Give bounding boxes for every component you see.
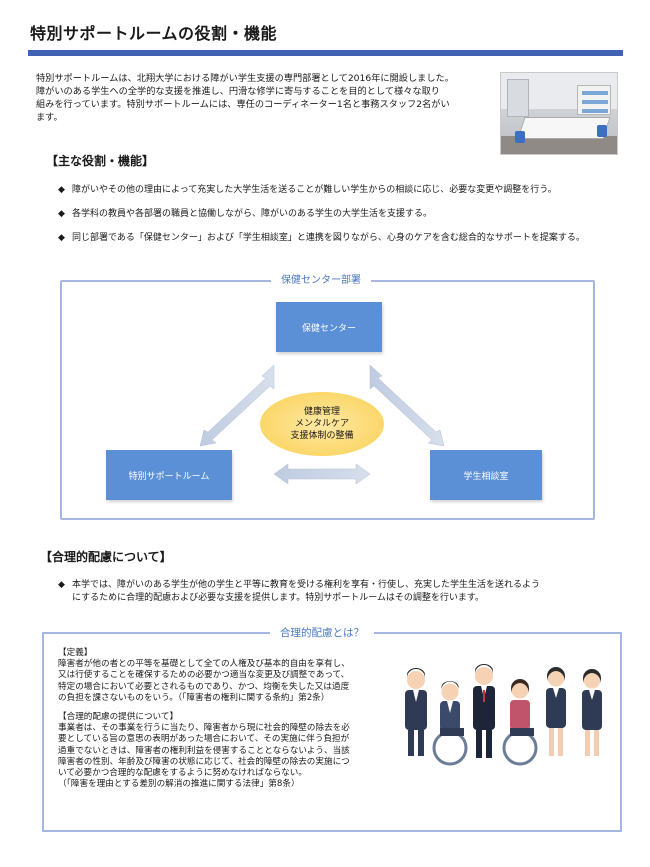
person-icon [473,664,495,758]
accommodation-line: にするために合理的配慮および必要な支援を提供します。特別サポートルームはその調整… [72,593,485,603]
diamond-bullet-icon: ◆ [58,185,65,195]
role-item: ◆ 各学科の教員や各部署の職員と協働しながら、障がいのある学生の大学生活を支援する… [58,208,432,221]
provision-line: 過重でないときは、障害者の権利利益を侵害することとならないよう、当該 [58,745,350,756]
photo-door [507,79,529,117]
node-special-support-room: 特別サポートルーム [106,450,232,500]
photo-chair [515,131,525,143]
center-function: メンタルケア [294,419,349,429]
page-title: 特別サポートルームの役割・機能 [30,24,278,43]
photo-floor [501,136,617,154]
provision-title: 【合理的配慮の提供について】 [58,712,179,723]
role-item-text: 同じ部署である「保健センター」および「学生相談室」と連携を図りながら、心身のケア… [72,233,585,243]
role-item-text: 各学科の教員や各部署の職員と協働しながら、障がいのある学生の大学生活を支援する。 [72,209,433,219]
person-icon [582,669,602,756]
photo-shelf [577,85,611,115]
diamond-bullet-icon: ◆ [58,233,65,243]
definition-line: の負担を課さないものをいう。（「障害者の権利に関する条約」第2条） [58,692,330,703]
provision-line: （「障害を理由とする差別の解消の推進に関する法律」第8条） [58,779,300,790]
definition-line: 又は行使することを確保するための必要かつ適当な変更及び調整であって、 [58,670,350,681]
provision-line: いて必要かつ合理的な配慮をするように努めなければならない。 [58,768,307,779]
room-photo [500,72,618,155]
provision-line: 障害者の性別、年齢及び障害の状態に応じて、社会的障壁の除去の実施につ [58,756,350,767]
accommodation-heading: 【合理的配慮について】 [40,550,172,564]
info-box-label: 合理的配慮とは？ [270,625,374,640]
intro-line: 障がいのある学生への全学的な支援を推進し、円滑な修学に寄与することを目的として様… [36,86,440,97]
accommodation-line: 本学では、障がいのある学生が他の学生と平等に教育を受ける権利を享有・行使し、充実… [72,580,541,590]
definition-line: 特定の場合において必要とされるものであり、かつ、均衡を失した又は過度 [58,681,350,692]
role-item: ◆ 障がいやその他の理由によって充実した大学生活を送ることが難しい学生からの相談に… [58,184,557,197]
person-icon [405,668,427,756]
diagram-label: 保健センター部署 [271,271,371,286]
center-function: 支援体制の整備 [290,431,354,441]
node-student-counseling: 学生相談室 [430,450,542,500]
people-illustration [405,664,602,766]
center-functions: 健康管理 メンタルケア 支援体制の整備 [260,392,384,456]
diamond-bullet-icon: ◆ [58,580,65,590]
title-underline [28,50,623,56]
wheelchair-user-icon [432,681,468,766]
person-icon [546,667,566,756]
info-text: 【定義】 障害者が他の者との平等を基礎として全ての人権及び基本的自由を享有し、 … [58,648,396,790]
intro-line: 組みを行っています。特別サポートルームには、専任のコーディネーター1名と事務スタ… [36,99,450,110]
intro-line: ます。 [36,112,63,123]
diamond-bullet-icon: ◆ [58,209,65,219]
provision-line: 要としている旨の意思の表明があった場合において、その実施に伴う負担が [58,734,350,745]
roles-heading: 【主な役割・機能】 [46,154,155,168]
wheelchair-user-icon [502,679,538,766]
role-item: ◆ 同じ部署である「保健センター」および「学生相談室」と連携を図りながら、心身のケ… [58,232,585,245]
node-health-center: 保健センター [276,302,382,352]
definition-line: 障害者が他の者との平等を基礎として全ての人権及び基本的自由を享有し、 [58,659,350,670]
accommodation-text: ◆ 本学では、障がいのある学生が他の学生と平等に教育を受ける権利を享有・行使し、充… [58,579,603,605]
intro-line: 特別サポートルームは、北翔大学における障がい学生支援の専門部署として2016年に… [36,73,454,84]
photo-chair [597,125,607,137]
definition-title: 【定義】 [58,648,93,658]
center-function: 健康管理 [303,407,340,417]
intro-paragraph: 特別サポートルームは、北翔大学における障がい学生支援の専門部署として2016年に… [36,72,488,124]
provision-line: 事業者は、その事業を行うに当たり、障害者から現に社会的障壁の除去を必 [58,723,350,734]
role-item-text: 障がいやその他の理由によって充実した大学生活を送ることが難しい学生からの相談に応… [72,185,557,195]
